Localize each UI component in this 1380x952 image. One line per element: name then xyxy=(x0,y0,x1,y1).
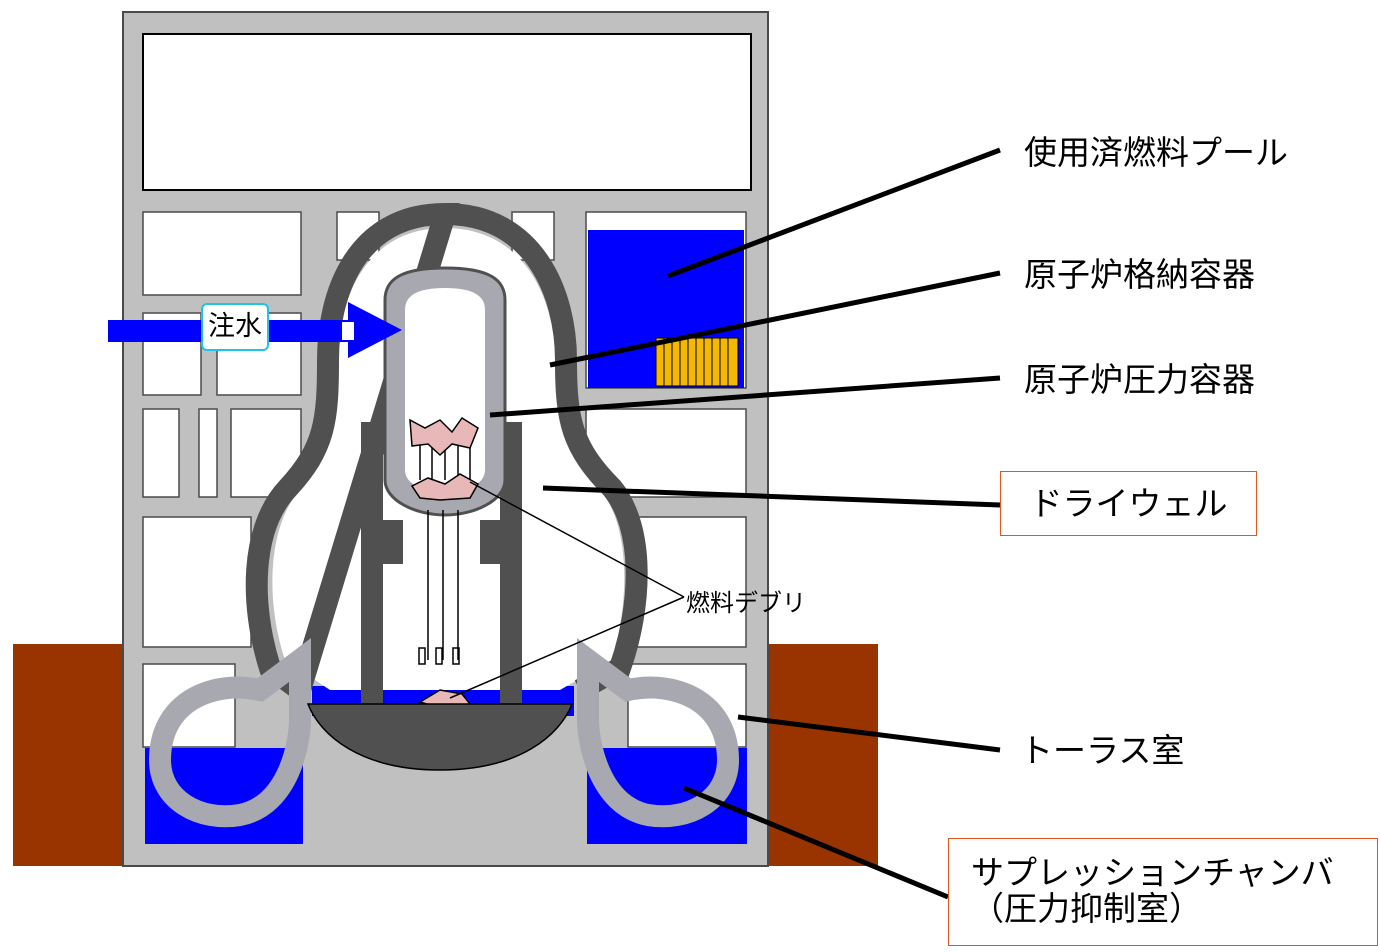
suppression-chamber-right xyxy=(577,638,740,828)
label-spent-fuel-pool: 使用済燃料プール xyxy=(1024,133,1288,172)
drywell-floor xyxy=(306,703,574,771)
fuel-debris-core xyxy=(409,416,479,457)
label-fuel-debris: 燃料デブリ xyxy=(686,589,806,617)
fuel-rods xyxy=(419,440,471,660)
debris-leaders xyxy=(449,481,685,699)
pedestal-left xyxy=(361,422,383,706)
label-water-injection: 注水 xyxy=(201,303,269,351)
operating-floor-room xyxy=(142,33,752,191)
leader-lines xyxy=(489,147,1001,900)
label-drywell: ドライウェル xyxy=(1000,471,1257,536)
label-suppression-chamber: サプレッションチャンバ （圧力抑制室） xyxy=(948,838,1378,946)
ground-left xyxy=(13,644,123,866)
spent-fuel-racks xyxy=(655,337,739,387)
suppression-chamber-left xyxy=(148,638,311,828)
pedestal-right xyxy=(500,422,522,706)
fuel-debris-lower-head xyxy=(410,473,480,501)
suppression-chamber-name: サプレッションチャンバ xyxy=(971,853,1334,892)
suppression-chamber-subtitle: （圧力抑制室） xyxy=(971,889,1202,929)
label-torus-room: トーラス室 xyxy=(1020,731,1185,770)
label-pressure-vessel: 原子炉圧力容器 xyxy=(1024,360,1255,399)
shield-right xyxy=(480,520,500,564)
containment-vessel-shell xyxy=(245,202,648,709)
shield-left xyxy=(383,520,403,564)
label-containment-vessel: 原子炉格納容器 xyxy=(1024,255,1255,294)
ground-right xyxy=(766,644,878,866)
